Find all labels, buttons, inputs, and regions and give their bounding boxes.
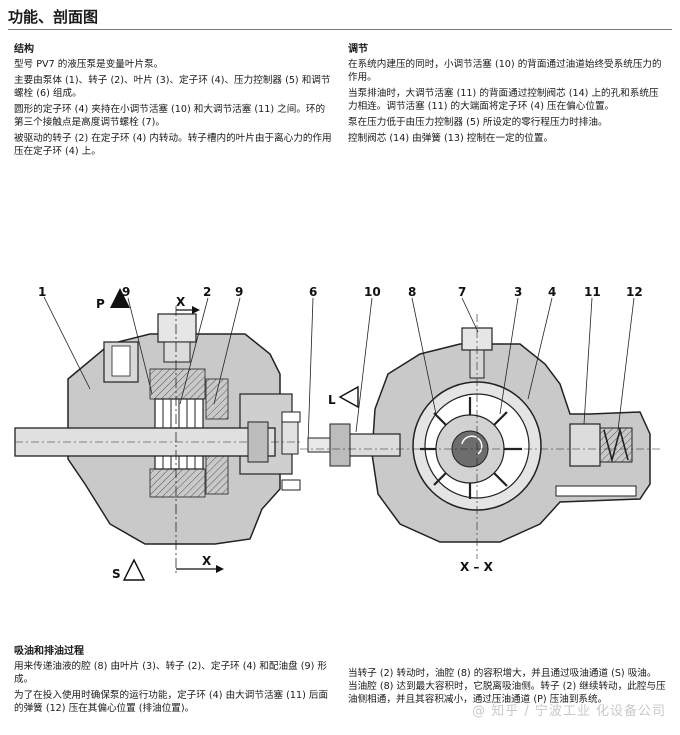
suction-paragraph: 用来传递油液的腔 (8) 由叶片 (3)、转子 (2)、定子环 (4) 和配油盘… [14,661,328,685]
regulation-paragraph: 控制阀芯 (14) 由弹簧 (13) 控制在一定的位置。 [348,133,554,144]
suction-paragraph: 为了在投入使用时确保泵的运行功能，定子环 (4) 由大调节活塞 (11) 后面的… [14,690,329,714]
label-small-piston: 10 [364,285,381,299]
cross-section-x-x [300,314,660,559]
watermark: @ 知乎 / 宁波工业 化设备公司 [472,704,666,719]
structure-paragraph: 圆形的定子环 (4) 夹持在小调节活塞 (10) 和大调节活塞 (11) 之间。… [14,104,326,128]
suction-heading: 吸油和排油过程 [14,646,84,657]
label-chamber: 8 [408,285,416,299]
label-rotor: 2 [203,285,211,299]
structure-paragraph: 被驱动的转子 (2) 在定子环 (4) 内转动。转子槽内的叶片由于离心力的作用压… [14,133,332,157]
regulation-paragraph: 泵在压力低于由压力控制器 (5) 所设定的零行程压力时排油。 [348,117,608,128]
structure-section: 结构 型号 PV7 的液压泵是变量叶片泵。 主要由泵体 (1)、转子 (2)、叶… [14,43,332,161]
label-height-screw: 7 [458,285,466,299]
pump-cross-section-diagram: 1 9 X 2 9 6 P S X 10 8 7 3 4 11 12 L X –… [14,285,660,581]
label-section-x-bottom: X [202,554,212,568]
label-large-piston: 11 [584,285,601,299]
regulation-section: 调节 在系统内建压的同时，小调节活塞 (10) 的背面通过油道始终受系统压力的作… [348,43,666,148]
label-section-x-top: X [176,295,186,309]
label-spring: 12 [626,285,643,299]
regulation-paragraph: 在系统内建压的同时，小调节活塞 (10) 的背面通过油道始终受系统压力的作用。 [348,59,662,83]
label-port-l: L [328,393,336,407]
label-port-p: P [96,297,105,311]
suction-port-arrow [122,558,146,581]
structure-paragraph: 主要由泵体 (1)、转子 (2)、叶片 (3)、定子环 (4)、压力控制器 (5… [14,75,331,99]
label-housing: 1 [38,285,46,299]
label-control-plate-2: 9 [235,285,243,299]
suction-section-continued: 当转子 (2) 转动时，油腔 (8) 的容积增大，并且通过吸油通道 (S) 吸油… [348,667,666,709]
title-divider [8,29,672,30]
label-adjusting-screw: 6 [309,285,317,299]
longitudinal-section [14,306,301,574]
suction-paragraph: 当转子 (2) 转动时，油腔 (8) 的容积增大，并且通过吸油通道 (S) 吸油… [348,668,666,705]
structure-heading: 结构 [14,44,34,55]
label-vane: 3 [514,285,522,299]
label-port-s: S [112,567,121,581]
label-section-x-x: X – X [460,560,494,574]
pressure-port-arrow [110,288,130,308]
regulation-heading: 调节 [348,44,368,55]
label-control-plate: 9 [122,285,130,299]
regulation-paragraph: 当泵排油时，大调节活塞 (11) 的背面通过控制阀芯 (14) 上的孔和系统压力… [348,88,659,112]
suction-section: 吸油和排油过程 用来传递油液的腔 (8) 由叶片 (3)、转子 (2)、定子环 … [14,645,332,718]
structure-paragraph: 型号 PV7 的液压泵是变量叶片泵。 [14,59,164,70]
label-stator-ring: 4 [548,285,556,299]
leakage-port-arrow [338,385,359,409]
page-title: 功能、剖面图 [8,8,99,26]
